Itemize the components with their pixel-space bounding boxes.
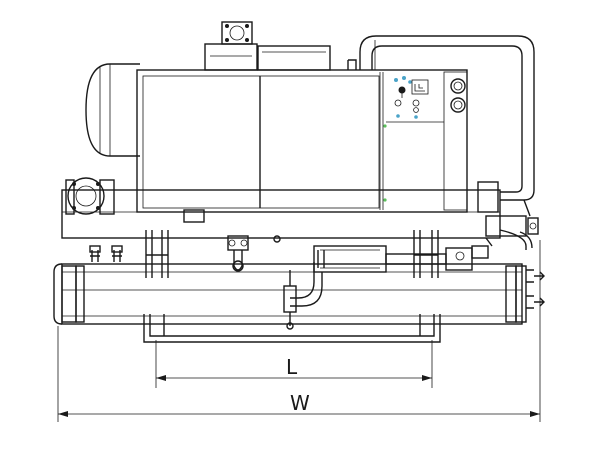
- main-cabinet: [136, 69, 468, 213]
- lower-vessel: [53, 263, 545, 325]
- pilot-lamp-icon: [414, 115, 418, 119]
- selector-switch-icon: [413, 107, 419, 113]
- pressure-gauge-icon: [450, 97, 466, 113]
- compressor-top: [204, 21, 357, 71]
- support-brackets: [145, 209, 439, 278]
- dimension-w: W: [57, 240, 541, 422]
- pilot-lamp-icon: [408, 80, 412, 84]
- flange-icon: [67, 177, 105, 215]
- pilot-lamp-icon: [383, 124, 387, 128]
- pressure-gauge-icon: [450, 78, 466, 94]
- selector-switch-icon: [412, 99, 420, 107]
- middle-vessel: [61, 177, 539, 239]
- light-bulb-icon: [398, 86, 406, 94]
- base-frame: [143, 314, 441, 343]
- display-screen-icon: [411, 79, 429, 95]
- upper-shell-vessel: [85, 63, 140, 157]
- valves: [89, 235, 281, 272]
- pilot-lamp-icon: [402, 76, 406, 80]
- pilot-lamp-icon: [383, 198, 387, 202]
- pilot-lamp-icon: [394, 78, 398, 82]
- refrigerant-pipe-loop: [359, 35, 535, 201]
- dimension-l-label: L: [286, 355, 298, 379]
- dimension-l: L: [155, 340, 433, 388]
- oil-separator: [283, 229, 533, 330]
- selector-switch-icon: [394, 99, 402, 107]
- pilot-lamp-icon: [396, 114, 400, 118]
- dimension-w-label: W: [290, 391, 310, 415]
- control-panel: [383, 76, 466, 202]
